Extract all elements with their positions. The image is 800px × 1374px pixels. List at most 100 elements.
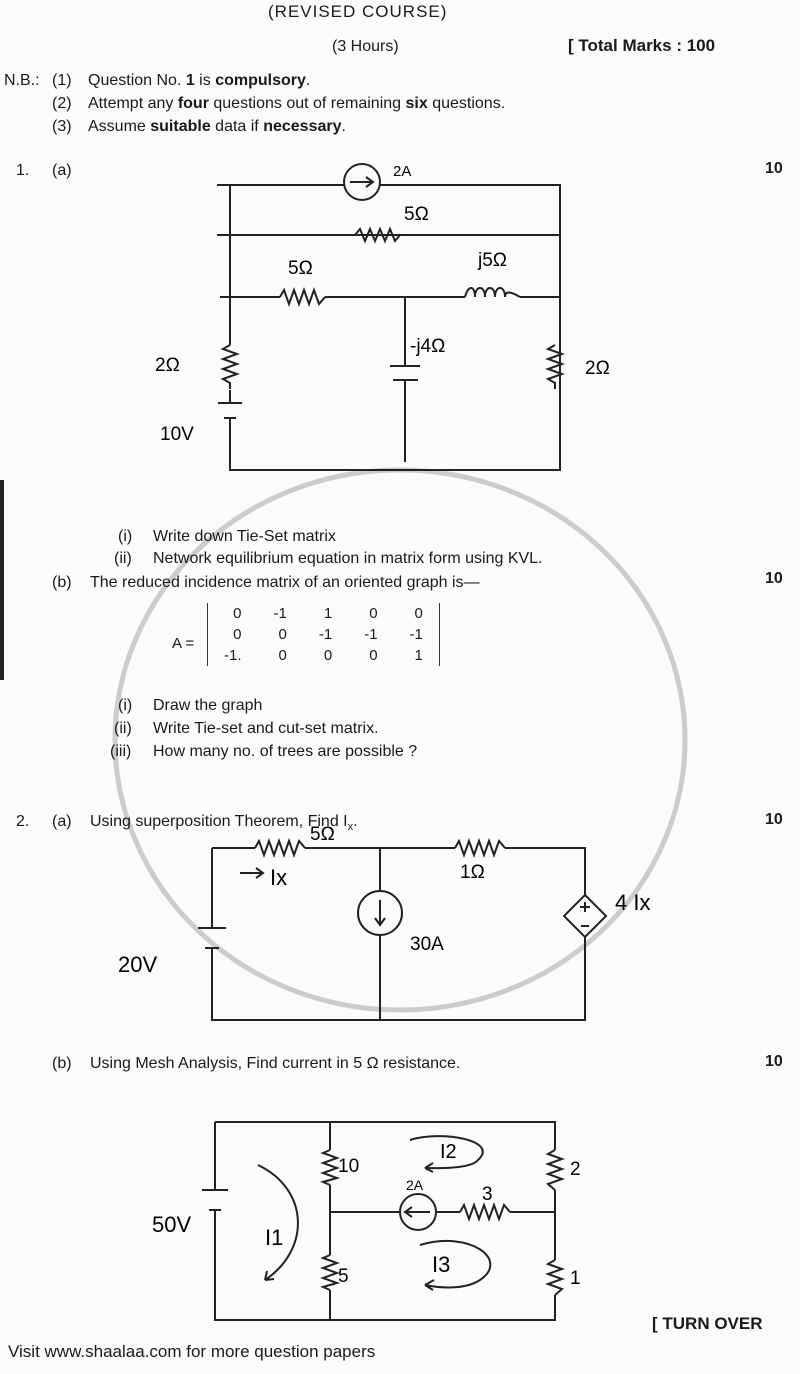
battery-label: 50V: [152, 1212, 191, 1237]
instruction-part: data if: [210, 118, 264, 135]
nb-prefix: N.B.:: [4, 72, 40, 89]
instruction-part: six: [405, 95, 428, 112]
q1b-item-num-2: (ii): [114, 720, 132, 737]
inductor-label: j5Ω: [477, 250, 507, 271]
mesh-current-label: I3: [432, 1252, 450, 1277]
instruction-part: .: [341, 118, 346, 135]
instruction-part: questions.: [427, 95, 506, 112]
q2a-label: (a): [52, 813, 72, 830]
instruction-num: (1): [52, 72, 72, 89]
matrix-cell: 0: [323, 647, 333, 664]
matrix-cell: -1: [318, 626, 333, 643]
matrix-cell: 0: [414, 605, 423, 622]
q1a-item-num-1: (i): [118, 528, 133, 545]
q1a-marks: 10: [765, 160, 783, 177]
matrix-cell: -1: [364, 626, 378, 643]
q1a-item-1: Write down Tie-Set matrix: [153, 528, 336, 545]
q2b-label: (b): [52, 1055, 72, 1072]
matrix-cell: -1: [409, 626, 423, 643]
instruction-part: suitable: [150, 118, 211, 135]
instruction-part: 1: [185, 72, 195, 89]
resistor-label: 1Ω: [460, 862, 485, 883]
q1b-item-num-3: (iii): [110, 743, 132, 760]
q2b-text: Using Mesh Analysis, Find current in 5 Ω…: [90, 1055, 461, 1072]
q1b-marks: 10: [765, 570, 783, 587]
source-label: 2A: [406, 1177, 424, 1193]
resistor-label: 1: [570, 1268, 581, 1289]
q2-number: 2.: [16, 813, 30, 830]
q1a-label: (a): [52, 162, 72, 179]
q2a-text-end: .: [353, 813, 358, 830]
source-label: 30A: [410, 934, 444, 955]
footer-link[interactable]: Visit www.shaalaa.com for more question …: [8, 1342, 376, 1361]
capacitor-label: -j4Ω: [410, 336, 445, 357]
matrix-cell: 1: [323, 605, 333, 622]
resistor-label: 2Ω: [585, 358, 610, 379]
matrix-cell: 0: [369, 647, 378, 664]
q1b-item-num-1: (i): [118, 697, 133, 714]
battery-label: 10V: [160, 424, 194, 445]
q2b-marks: 10: [765, 1053, 783, 1070]
total-marks: [ Total Marks : 100: [568, 36, 716, 55]
q2a-text-main: Using superposition Theorem, Find I: [90, 813, 348, 830]
source-label: 2A: [393, 163, 411, 180]
resistor-label: 10: [338, 1156, 359, 1177]
course-title: (REVISED COURSE): [268, 2, 448, 21]
turn-over: [ TURN OVER: [652, 1314, 763, 1333]
q1-number: 1.: [16, 162, 30, 179]
matrix-cell: -1: [273, 605, 287, 622]
q1b-text: The reduced incidence matrix of an orien…: [90, 574, 480, 591]
instruction-part: compulsory: [215, 72, 306, 89]
matrix-cell: 0: [278, 626, 287, 643]
instruction-part: Assume: [88, 118, 151, 135]
duration: (3 Hours): [332, 38, 399, 55]
scan-edge: [0, 480, 4, 680]
instruction-text: Assume suitable data if necessary.: [88, 118, 346, 136]
q1a-item-num-2: (ii): [114, 550, 132, 567]
matrix-name: A =: [172, 635, 195, 652]
mesh-current-label: I1: [265, 1225, 283, 1250]
q1b-item-3: How many no. of trees are possible ?: [153, 743, 418, 760]
dependent-source-label: 4 Ix: [615, 890, 650, 915]
resistor-label: 3: [482, 1184, 493, 1205]
battery-label: 20V: [118, 952, 157, 977]
matrix-row: -1. 0 0 0 1: [208, 645, 439, 666]
q1a-item-2: Network equilibrium equation in matrix f…: [153, 550, 543, 567]
incidence-matrix: 0 -1 1 0 0 0 0 -1 -1 -1 -1. 0 0 0 1: [207, 603, 440, 666]
resistor-label: 5Ω: [404, 204, 429, 225]
matrix-cell: 0: [278, 647, 287, 664]
resistor-label: 5Ω: [310, 824, 335, 845]
mesh-current-label: I2: [440, 1141, 457, 1163]
matrix-cell: 0: [369, 605, 378, 622]
resistor-label: 2Ω: [155, 355, 180, 376]
q2a-subscript: x: [347, 821, 354, 834]
instruction-part: is: [194, 72, 216, 89]
matrix-row: 0 0 -1 -1 -1: [208, 624, 439, 645]
q1b-label: (b): [52, 574, 72, 591]
matrix-cell: 1: [414, 647, 423, 664]
instruction-part: .: [305, 72, 311, 89]
resistor-label: 2: [570, 1159, 581, 1180]
instruction-text: Question No. 1 is compulsory.: [88, 72, 310, 90]
matrix-cell: 0: [233, 605, 242, 622]
matrix-row: 0 -1 1 0 0: [208, 603, 439, 624]
q1b-item-2: Write Tie-set and cut-set matrix.: [153, 720, 379, 737]
matrix-cell: -1.: [224, 647, 242, 664]
q2a-marks: 10: [765, 811, 783, 828]
instruction-part: Attempt any: [88, 95, 178, 112]
q2a-text: Using superposition Theorem, Find Ix.: [90, 813, 358, 833]
instruction-part: Question No.: [88, 72, 186, 89]
matrix-cell: 0: [233, 626, 242, 643]
instruction-part: necessary: [263, 118, 342, 135]
instruction-text: Attempt any four questions out of remain…: [88, 95, 505, 113]
instruction-num: (2): [52, 95, 72, 112]
instruction-num: (3): [52, 118, 72, 135]
resistor-label: 5Ω: [288, 258, 313, 279]
instruction-part: four: [177, 95, 209, 112]
q1b-item-1: Draw the graph: [153, 697, 263, 714]
current-label: Ix: [270, 865, 287, 890]
